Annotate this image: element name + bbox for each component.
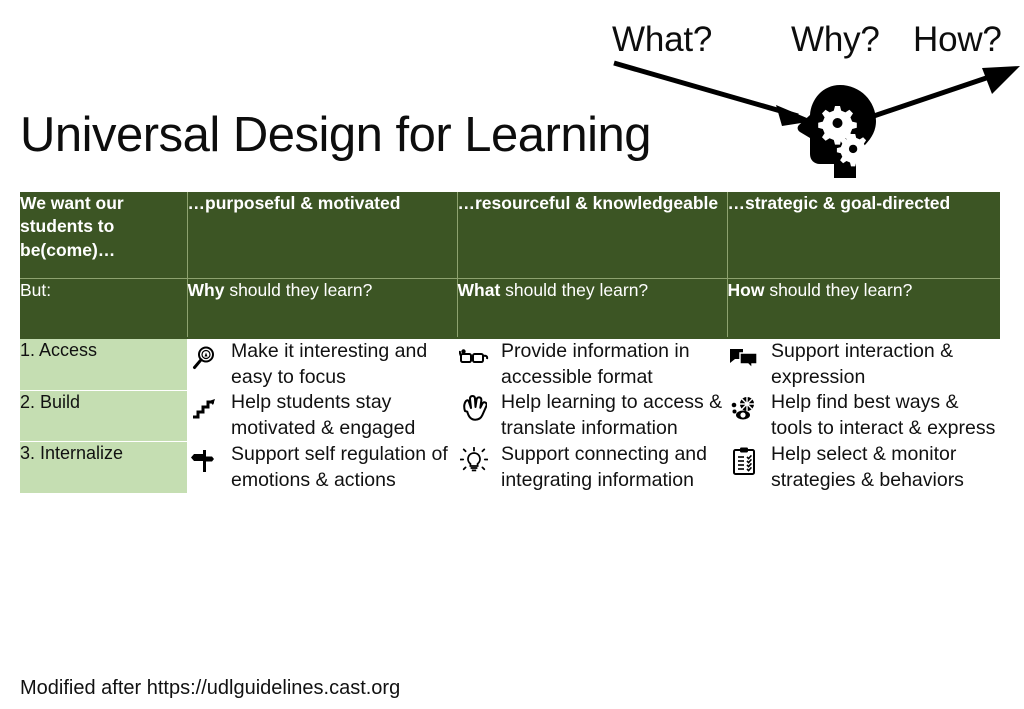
question-label-what: What? [612,20,713,59]
cell-access-strategic: Support interaction & expression [727,336,1000,391]
question-label-why: Why? [791,20,880,59]
table-row: 3. Internalize Support self regulation o… [20,441,1000,494]
head-with-gears-icon [797,85,876,178]
cell-build-recognition: Help learning to access & translate info… [457,390,727,442]
table-row: 2. Build Help students stay motivated & … [20,390,1000,443]
cell-internalize-strategic: Help select & monitor strategies & behav… [727,441,1000,494]
row-label-access: 1. Access [20,336,187,391]
arrow-out-of-head [861,66,1020,123]
header-cell-affective: …purposeful & motivated [187,192,458,279]
cell-text: Help learning to access & translate info… [501,391,723,440]
cell-text: Provide information in accessible format [501,340,690,388]
source-attribution: Modified after https://udlguidelines.cas… [20,677,401,699]
header-cell-strategic: …strategic & goal-directed [727,192,1000,279]
header-cell-label: We want our students to be(come)… [20,192,188,279]
question-label-how: How? [913,20,1002,59]
udl-matrix-table: We want our students to be(come)… …purpo… [20,192,1000,494]
subheader-what-bold: What [457,280,501,300]
cell-internalize-affective: Support self regulation of emotions & ac… [187,441,457,494]
header-cell-recognition: …resourceful & knowledgeable [457,192,728,279]
cell-text: Help select & monitor strategies & behav… [771,442,964,491]
subheader-cell-why: Why should they learn? [187,278,458,338]
lightbulb-icon [457,444,491,478]
speech-bubbles-icon [727,341,761,375]
glasses-icon [457,341,491,375]
hand-icon [457,392,491,426]
subheader-cell-what: What should they learn? [457,278,728,338]
cell-text: Support connecting and integrating infor… [501,442,707,491]
cell-internalize-recognition: Support connecting and integrating infor… [457,441,727,494]
cell-build-strategic: Help find best ways & tools to interact … [727,390,1000,442]
header-graphic-area: What? Why? How? Universal Design for Lea… [0,0,1024,192]
subheader-why-bold: Why [187,280,225,300]
subheader-how-rest: should they learn? [764,280,913,300]
magnifier-icon [187,341,221,375]
cell-text: Make it interesting and easy to focus [231,340,428,388]
subheader-why-rest: should they learn? [224,280,373,300]
subheader-cell-label: But: [20,278,188,338]
cell-build-affective: Help students stay motivated & engaged [187,390,457,442]
cell-text: Support interaction & expression [771,340,954,388]
cell-text: Support self regulation of emotions & ac… [231,442,448,491]
table-row: 1. Access Make it interesting and easy t… [20,336,1000,391]
table-subheader-row: But: Why should they learn? What should … [20,278,1000,338]
subheader-what-rest: should they learn? [500,280,649,300]
cell-access-affective: Make it interesting and easy to focus [187,336,457,391]
table-header-row: We want our students to be(come)… …purpo… [20,192,1000,279]
signpost-icon [187,444,221,478]
cell-text: Help students stay motivated & engaged [231,391,416,440]
cell-access-recognition: Provide information in accessible format [457,336,727,391]
page-title: Universal Design for Learning [20,108,652,162]
subheader-cell-how: How should they learn? [727,278,1000,338]
clipboard-checklist-icon [727,444,761,478]
stairs-arrow-icon [187,392,221,426]
row-label-build: 2. Build [20,390,187,443]
cell-text: Help find best ways & tools to interact … [771,391,996,440]
row-label-internalize: 3. Internalize [20,441,187,494]
tools-icon [727,392,761,426]
subheader-how-bold: How [727,280,765,300]
